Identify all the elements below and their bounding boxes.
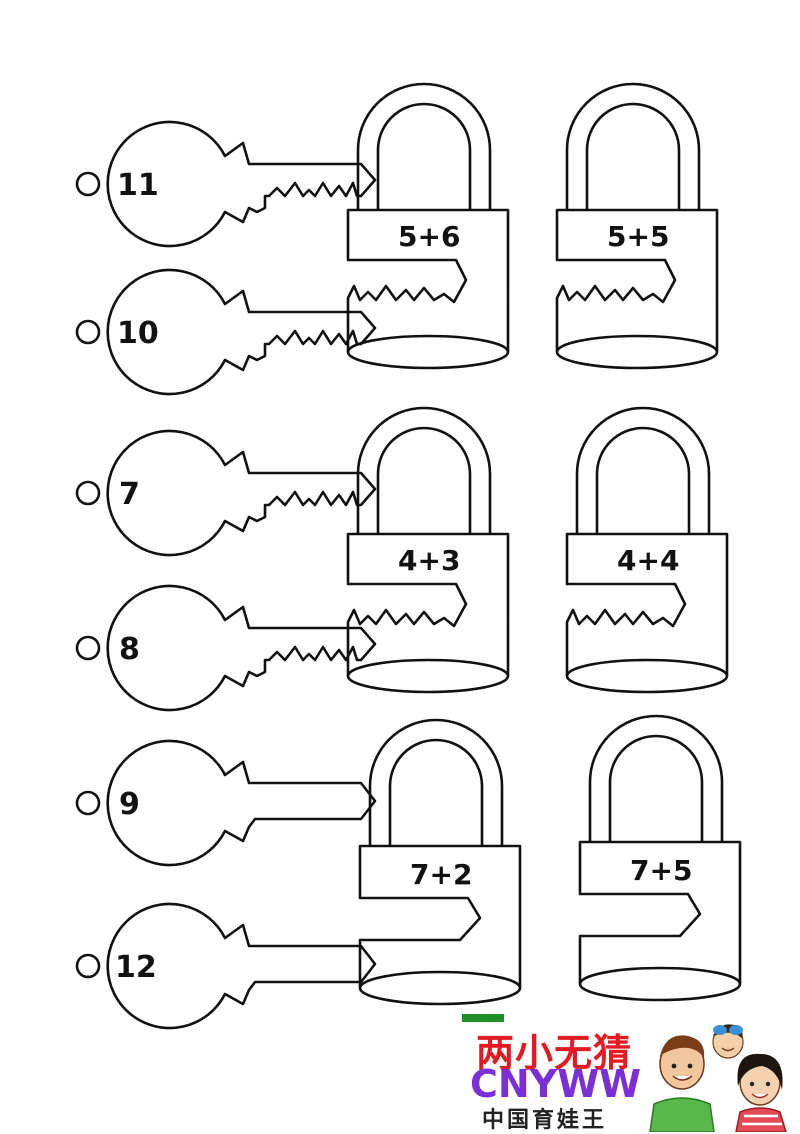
key-label: 9 bbox=[119, 787, 140, 822]
lock-label: 7+2 bbox=[410, 858, 472, 891]
lock-label: 4+4 bbox=[617, 544, 679, 577]
key-label: 8 bbox=[119, 632, 140, 667]
family-illustration-icon bbox=[649, 1024, 787, 1132]
key-outline bbox=[106, 739, 377, 867]
lock-label: 7+5 bbox=[630, 854, 692, 887]
lock-label: 5+6 bbox=[398, 220, 460, 253]
key-hole-icon bbox=[75, 171, 101, 197]
key-5[interactable]: 9 bbox=[75, 739, 377, 867]
key-hole-icon bbox=[75, 635, 101, 661]
lock-3[interactable]: 4+3 bbox=[346, 406, 510, 694]
key-label: 11 bbox=[117, 168, 159, 203]
lock-label: 5+5 bbox=[607, 220, 669, 253]
lock-5[interactable]: 7+2 bbox=[358, 718, 522, 1006]
key-2[interactable]: 10 bbox=[75, 268, 377, 396]
key-hole-icon bbox=[75, 790, 101, 816]
key-label: 12 bbox=[115, 950, 157, 985]
key-label: 10 bbox=[117, 316, 159, 351]
key-4[interactable]: 8 bbox=[75, 584, 377, 712]
lock-label: 4+3 bbox=[398, 544, 460, 577]
key-hole-icon bbox=[75, 480, 101, 506]
watermark: 两小无猜 CNYWW 中国育娃王 bbox=[462, 1012, 800, 1133]
key-1[interactable]: 11 bbox=[75, 120, 377, 248]
key-hole-icon bbox=[75, 319, 101, 345]
watermark-en: CNYWW bbox=[470, 1062, 642, 1106]
lock-4[interactable]: 4+4 bbox=[565, 406, 729, 694]
key-label: 7 bbox=[119, 477, 140, 512]
watermark-bar bbox=[462, 1014, 504, 1022]
key-outline bbox=[106, 584, 377, 712]
watermark-cn: 两小无猜 bbox=[476, 1031, 633, 1075]
key-hole-icon bbox=[75, 953, 101, 979]
lock-6[interactable]: 7+5 bbox=[578, 714, 742, 1002]
lock-2[interactable]: 5+5 bbox=[555, 82, 719, 370]
key-6[interactable]: 12 bbox=[75, 902, 377, 1030]
watermark-sub: 中国育娃王 bbox=[482, 1108, 608, 1133]
key-3[interactable]: 7 bbox=[75, 429, 377, 557]
lock-1[interactable]: 5+6 bbox=[346, 82, 510, 370]
key-outline bbox=[106, 429, 377, 557]
